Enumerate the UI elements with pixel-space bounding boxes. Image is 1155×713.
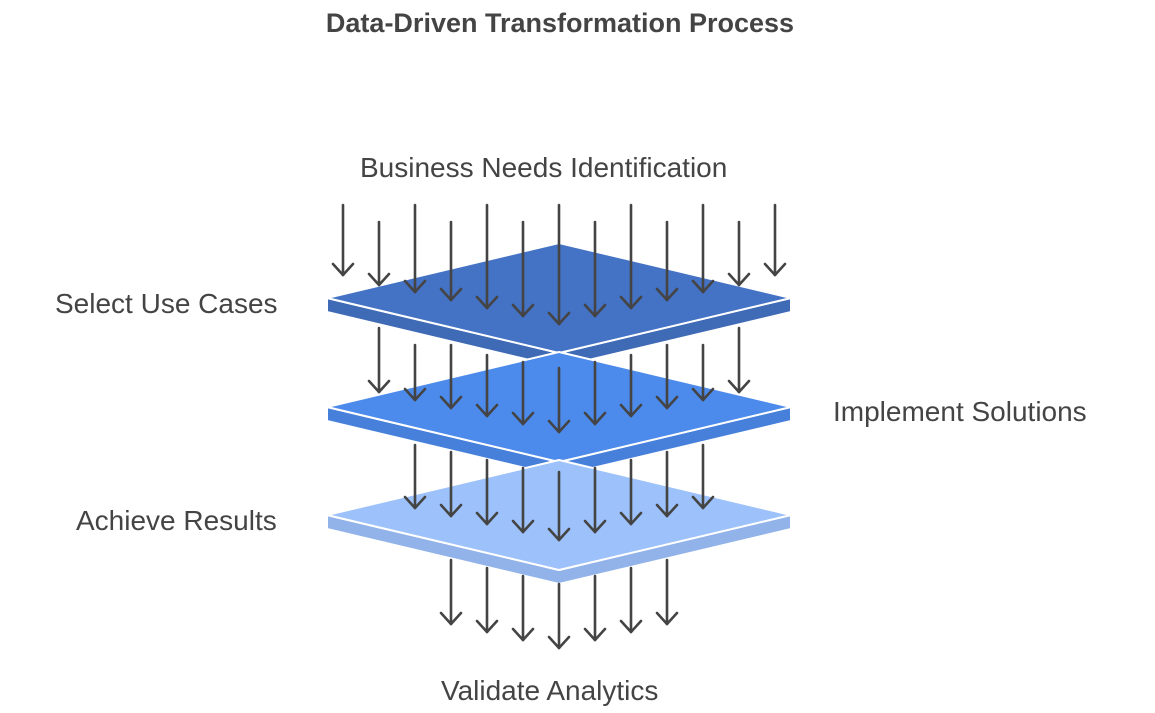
label-validate-analytics: Validate Analytics [441, 675, 659, 706]
down-arrow-icon [367, 326, 391, 394]
down-arrow-icon [763, 203, 787, 277]
down-arrow-icon [439, 450, 463, 518]
down-arrow-icon [547, 366, 571, 434]
down-arrow-icon [475, 203, 499, 310]
down-arrow-icon [727, 220, 751, 287]
down-arrow-icon [511, 574, 535, 642]
label-select-use-cases: Select Use Cases [55, 288, 278, 319]
down-arrow-icon [691, 443, 715, 510]
down-arrow-icon [547, 203, 571, 326]
down-arrow-icon [439, 558, 463, 626]
down-arrow-icon [619, 458, 643, 526]
label-achieve-results: Achieve Results [76, 505, 277, 536]
down-arrow-icon [547, 582, 571, 650]
down-arrow-icon [511, 360, 535, 426]
down-arrow-icon [367, 220, 391, 287]
down-arrow-icon [511, 466, 535, 534]
down-arrow-icon [439, 220, 463, 302]
down-arrow-icon [655, 343, 679, 410]
down-arrow-icon [583, 360, 607, 426]
down-arrow-icon [511, 220, 535, 318]
down-arrow-icon [727, 326, 751, 394]
down-arrow-icon [583, 466, 607, 534]
down-arrow-icon [331, 203, 355, 277]
down-arrow-icon [619, 203, 643, 310]
down-arrow-icon [619, 566, 643, 634]
down-arrow-icon [403, 203, 427, 294]
down-arrow-icon [655, 558, 679, 626]
down-arrow-icon [583, 220, 607, 318]
label-business-needs: Business Needs Identification [360, 152, 728, 183]
down-arrow-icon [439, 343, 463, 410]
down-arrow-icon [691, 343, 715, 402]
down-arrow-icon [547, 470, 571, 542]
label-implement-solutions: Implement Solutions [833, 396, 1087, 427]
down-arrow-icon [403, 343, 427, 402]
arrows-group [331, 203, 787, 650]
down-arrow-icon [403, 443, 427, 510]
diagram-title: Data-Driven Transformation Process [325, 8, 795, 38]
down-arrow-icon [655, 220, 679, 302]
down-arrow-icon [583, 574, 607, 642]
down-arrow-icon [475, 566, 499, 634]
down-arrow-icon [655, 450, 679, 518]
down-arrow-icon [619, 353, 643, 418]
down-arrow-icon [691, 203, 715, 294]
down-arrow-icon [475, 458, 499, 526]
down-arrow-icon [475, 353, 499, 418]
